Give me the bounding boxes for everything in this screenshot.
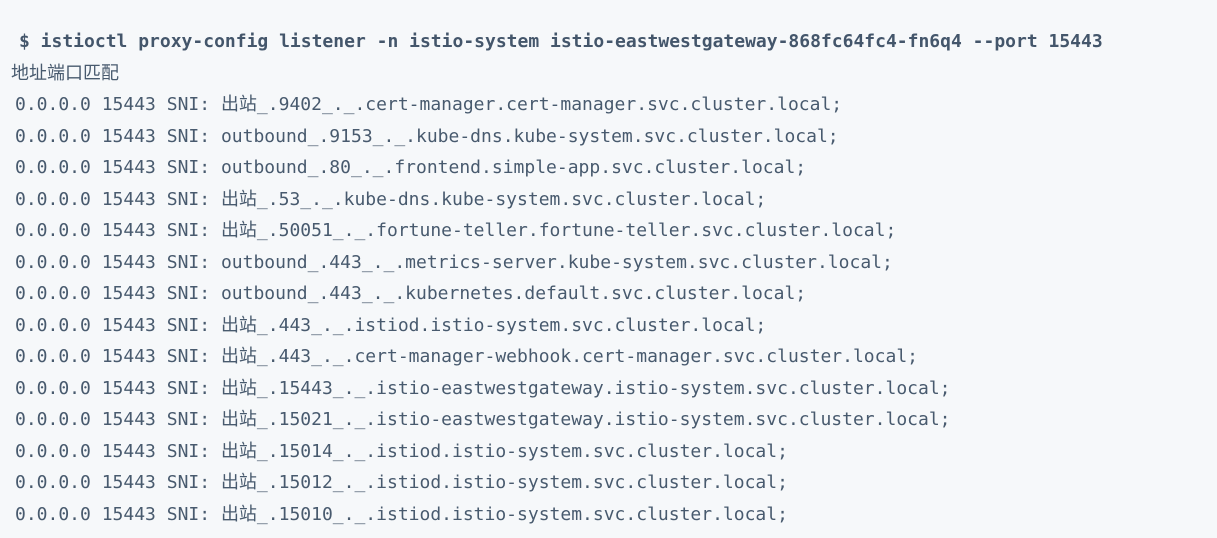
sni-label: SNI: — [166, 503, 211, 525]
listener-row: 0.0.0.0 15443 SNI: 出站_.443_._.cert-manag… — [15, 341, 1207, 373]
sni-destination: outbound_.443_._.kubernetes.default.svc.… — [220, 283, 807, 304]
sni-destination: 出站_.15443_._.istio-eastwestgateway.istio… — [220, 377, 951, 399]
sni-label: SNI: — [166, 220, 211, 241]
listener-address: 0.0.0.0 — [15, 157, 91, 178]
listener-address: 0.0.0.0 — [15, 503, 91, 525]
command-line: $ istioctl proxy-config listener -n isti… — [19, 31, 1103, 52]
listener-address: 0.0.0.0 — [15, 283, 91, 304]
sni-label: SNI: — [166, 440, 211, 462]
sni-label: SNI: — [166, 94, 211, 115]
listener-row: 0.0.0.0 15443 SNI: 出站_.15010_._.istiod.i… — [15, 499, 1207, 531]
listener-port: 15443 — [101, 283, 156, 304]
listener-port: 15443 — [101, 377, 156, 399]
sni-label: SNI: — [166, 125, 211, 147]
listener-address: 0.0.0.0 — [15, 125, 91, 147]
listener-row: 0.0.0.0 15443 SNI: 出站_.15012_._.istiod.i… — [15, 467, 1207, 499]
listener-address: 0.0.0.0 — [15, 188, 91, 210]
listener-port: 15443 — [101, 125, 156, 147]
listener-row: 0.0.0.0 15443 SNI: 出站_.9402_._.cert-mana… — [15, 89, 1207, 121]
sni-label: SNI: — [166, 157, 211, 178]
sni-label: SNI: — [166, 377, 211, 399]
listener-address: 0.0.0.0 — [15, 440, 91, 462]
sni-destination: 出站_.9402_._.cert-manager.cert-manager.sv… — [220, 94, 843, 115]
listener-port: 15443 — [101, 157, 156, 178]
sni-destination: outbound_.9153_._.kube-dns.kube-system.s… — [220, 125, 839, 147]
sni-destination: 出站_.443_._.cert-manager-webhook.cert-man… — [220, 346, 918, 367]
listener-row: 0.0.0.0 15443 SNI: outbound_.9153_._.kub… — [15, 121, 1207, 153]
listener-row: 0.0.0.0 15443 SNI: outbound_.443_._.kube… — [15, 278, 1207, 310]
sni-destination: 出站_.15012_._.istiod.istio-system.svc.clu… — [220, 472, 788, 493]
listener-port: 15443 — [101, 188, 156, 210]
sni-label: SNI: — [166, 188, 211, 210]
listener-address: 0.0.0.0 — [15, 251, 91, 273]
listener-output-list: 0.0.0.0 15443 SNI: 出站_.9402_._.cert-mana… — [15, 89, 1207, 530]
listener-port: 15443 — [101, 220, 156, 241]
listener-row: 0.0.0.0 15443 SNI: 出站_.15021_._.istio-ea… — [15, 404, 1207, 436]
sni-destination: 出站_.53_._.kube-dns.kube-system.svc.clust… — [220, 188, 767, 210]
output-column-header: 地址端口匹配 — [11, 62, 119, 84]
listener-port: 15443 — [101, 314, 156, 336]
sni-destination: outbound_.80_._.frontend.simple-app.svc.… — [220, 157, 807, 178]
sni-destination: 出站_.15010_._.istiod.istio-system.svc.clu… — [220, 503, 788, 525]
sni-destination: 出站_.443_._.istiod.istio-system.svc.clust… — [220, 314, 767, 336]
sni-label: SNI: — [166, 409, 211, 430]
listener-row: 0.0.0.0 15443 SNI: 出站_.15443_._.istio-ea… — [15, 373, 1207, 405]
listener-port: 15443 — [101, 346, 156, 367]
sni-label: SNI: — [166, 314, 211, 336]
sni-destination: 出站_.50051_._.fortune-teller.fortune-tell… — [220, 220, 897, 241]
listener-port: 15443 — [101, 409, 156, 430]
listener-address: 0.0.0.0 — [15, 314, 91, 336]
listener-port: 15443 — [101, 472, 156, 493]
listener-row: 0.0.0.0 15443 SNI: outbound_.443_._.metr… — [15, 247, 1207, 279]
sni-label: SNI: — [166, 346, 211, 367]
listener-address: 0.0.0.0 — [15, 409, 91, 430]
listener-row: 0.0.0.0 15443 SNI: 出站_.15014_._.istiod.i… — [15, 436, 1207, 468]
listener-row: 0.0.0.0 15443 SNI: 出站_.53_._.kube-dns.ku… — [15, 184, 1207, 216]
sni-destination: 出站_.15014_._.istiod.istio-system.svc.clu… — [220, 440, 788, 462]
sni-label: SNI: — [166, 283, 211, 304]
listener-port: 15443 — [101, 251, 156, 273]
sni-destination: 出站_.15021_._.istio-eastwestgateway.istio… — [220, 409, 951, 430]
listener-address: 0.0.0.0 — [15, 472, 91, 493]
sni-destination: outbound_.443_._.metrics-server.kube-sys… — [220, 251, 893, 273]
sni-label: SNI: — [166, 472, 211, 493]
listener-address: 0.0.0.0 — [15, 220, 91, 241]
listener-port: 15443 — [101, 440, 156, 462]
listener-row: 0.0.0.0 15443 SNI: 出站_.443_._.istiod.ist… — [15, 310, 1207, 342]
listener-row: 0.0.0.0 15443 SNI: outbound_.80_._.front… — [15, 152, 1207, 184]
listener-port: 15443 — [101, 503, 156, 525]
listener-row: 0.0.0.0 15443 SNI: 出站_.50051_._.fortune-… — [15, 215, 1207, 247]
listener-address: 0.0.0.0 — [15, 377, 91, 399]
listener-address: 0.0.0.0 — [15, 94, 91, 115]
sni-label: SNI: — [166, 251, 211, 273]
listener-port: 15443 — [101, 94, 156, 115]
listener-address: 0.0.0.0 — [15, 346, 91, 367]
